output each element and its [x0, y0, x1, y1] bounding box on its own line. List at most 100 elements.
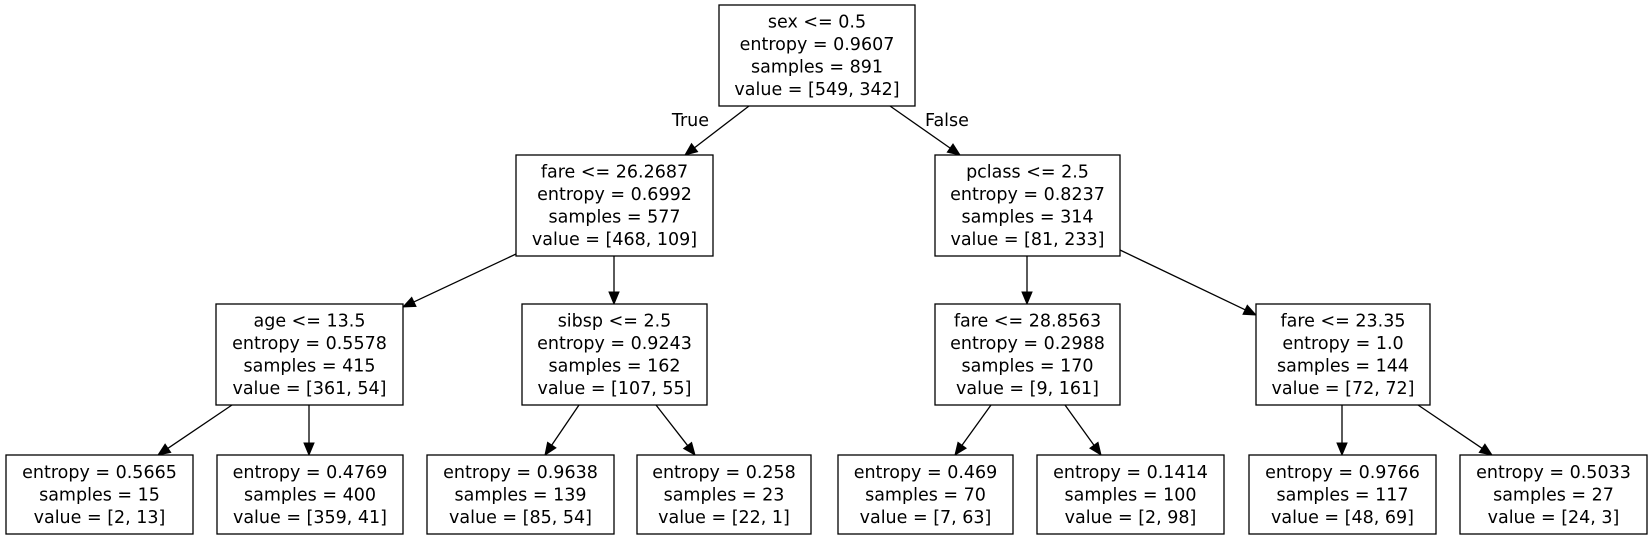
arrowhead-icon [1089, 441, 1102, 457]
arrowhead-icon [682, 441, 696, 457]
node-text-line: samples = 891 [751, 58, 883, 78]
edge-line [551, 404, 580, 446]
node-text-line: samples = 415 [244, 357, 376, 377]
edge-line [167, 404, 233, 449]
node-box [837, 454, 1014, 535]
node-box [5, 454, 194, 535]
node-text-line: samples = 139 [455, 485, 587, 505]
node-text-line: value = [48, 69] [1271, 508, 1414, 528]
node-box [515, 154, 714, 257]
edge-n5-n11 [954, 404, 992, 457]
node-box [1036, 454, 1225, 535]
edge-line [889, 105, 951, 149]
arrowhead-icon [1021, 291, 1033, 306]
node-box [215, 303, 404, 406]
node-text-line: fare <= 28.8563 [954, 312, 1101, 332]
arrowhead-icon [954, 441, 967, 457]
node-text-line: samples = 314 [962, 208, 1094, 228]
node-text-line: entropy = 0.1414 [1053, 463, 1208, 483]
edge-line [694, 105, 750, 149]
node-text-line: value = [549, 342] [734, 80, 899, 100]
node-box [216, 454, 404, 535]
edge-n0-n2: False [889, 105, 969, 156]
edge-n4-n10 [655, 404, 696, 457]
node-text-line: entropy = 0.4769 [233, 463, 388, 483]
node-text-line: samples = 27 [1493, 485, 1614, 505]
node-text-line: samples = 400 [244, 485, 376, 505]
node-box [521, 303, 708, 406]
edge-n1-n3 [401, 253, 517, 308]
node-text-line: samples = 23 [664, 485, 785, 505]
node-text-line: value = [7, 63] [860, 508, 992, 528]
node-text-line: samples = 100 [1065, 485, 1197, 505]
node-text-line: entropy = 0.9607 [740, 35, 895, 55]
edge-line [1119, 249, 1246, 311]
node-box [1459, 454, 1648, 535]
node-text-line: entropy = 0.9766 [1265, 463, 1420, 483]
node-box [934, 303, 1121, 406]
edge-n3-n8 [303, 405, 315, 457]
node-text-line: value = [468, 109] [532, 230, 697, 250]
arrowhead-icon [683, 142, 699, 156]
node-box [1248, 454, 1437, 535]
edge-label: True [671, 111, 709, 131]
node-text-line: fare <= 26.2687 [541, 163, 688, 183]
edge-n3-n7 [156, 404, 233, 456]
node-text-line: value = [9, 161] [956, 379, 1099, 399]
arrowhead-icon [544, 441, 557, 457]
arrowhead-icon [156, 443, 172, 456]
node-text-line: value = [107, 55] [537, 379, 691, 399]
node-text-line: value = [2, 13] [34, 508, 166, 528]
edge-n2-n5 [1021, 256, 1033, 306]
node-text-line: value = [72, 72] [1272, 379, 1415, 399]
arrowhead-icon [946, 143, 962, 156]
node-text-line: value = [85, 54] [449, 508, 592, 528]
node-text-line: value = [22, 1] [658, 508, 790, 528]
node-box [636, 454, 812, 535]
node-text-line: sibsp <= 2.5 [558, 312, 672, 332]
edge-n1-n4 [608, 256, 620, 306]
edge-n6-n14 [1417, 404, 1494, 456]
node-text-line: samples = 15 [39, 485, 160, 505]
node-box [426, 454, 615, 535]
node-text-line: entropy = 0.2988 [950, 334, 1105, 354]
node-text-line: samples = 162 [549, 357, 681, 377]
arrowhead-icon [1478, 443, 1494, 456]
edge-line [655, 404, 689, 446]
edge-line [1064, 404, 1095, 446]
arrowhead-icon [1242, 304, 1258, 316]
arrowhead-icon [608, 291, 620, 306]
node-text-line: entropy = 0.9243 [537, 334, 692, 354]
edge-n6-n13 [1336, 405, 1348, 457]
edge-line [961, 404, 992, 446]
node-text-line: pclass <= 2.5 [966, 163, 1089, 183]
arrowhead-icon [1336, 442, 1348, 457]
node-text-line: entropy = 0.258 [652, 463, 796, 483]
node-text-line: samples = 577 [549, 208, 681, 228]
node-text-line: entropy = 0.5578 [232, 334, 387, 354]
edges-layer: True False [156, 105, 1494, 457]
node-box [934, 154, 1121, 257]
node-box [1255, 303, 1431, 406]
node-text-line: fare <= 23.35 [1280, 312, 1405, 332]
node-box [718, 4, 916, 107]
node-text-line: samples = 144 [1277, 357, 1409, 377]
node-text-line: value = [81, 233] [950, 230, 1104, 250]
node-text-line: age <= 13.5 [253, 312, 365, 332]
node-text-line: entropy = 1.0 [1282, 334, 1403, 354]
